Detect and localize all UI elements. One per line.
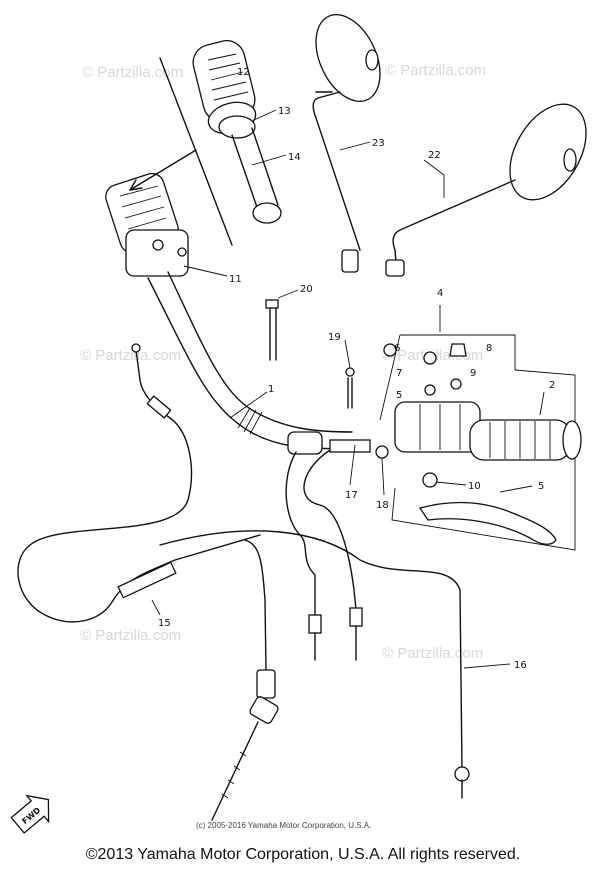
part-7 — [383, 343, 397, 357]
speedometer-cable — [211, 539, 279, 821]
nut-19 — [375, 445, 389, 459]
callout-8: 7 — [396, 368, 402, 379]
callout-21: 20 — [300, 284, 313, 295]
watermark: © Partzilla.com — [82, 64, 183, 81]
throttle-tube-15 — [231, 127, 282, 224]
callout-9: 8 — [486, 343, 492, 354]
callout-17: 16 — [514, 660, 527, 671]
callout-5: 5 — [396, 390, 402, 401]
callout-6: 5 — [538, 481, 544, 492]
callout-20: 19 — [328, 332, 341, 343]
lever-assembly-box — [379, 334, 576, 551]
callout-18: 17 — [345, 490, 358, 501]
handlebar-1 — [147, 271, 353, 455]
watermark: © Partzilla.com — [80, 347, 181, 364]
callout-1: 1 — [268, 384, 274, 395]
part-8 — [424, 384, 436, 396]
lever-holder-5 — [394, 401, 481, 453]
mirror-23 — [312, 14, 381, 273]
part-10 — [450, 378, 462, 390]
inset-arrow-head — [129, 179, 143, 191]
part-7-nut — [423, 351, 437, 365]
brake-lever-6 — [418, 501, 557, 545]
watermark: © Partzilla.com — [385, 62, 486, 79]
callouts: 12 13 14 11 1 20 23 22 19 4 6 8 7 9 5 2 … — [158, 67, 555, 671]
copyright-footer: ©2013 Yamaha Motor Corporation, U.S.A. A… — [85, 846, 521, 863]
left-grip-switch-12 — [105, 172, 189, 277]
callout-2: 2 — [549, 380, 555, 391]
front-direction-arrow: FWD — [10, 794, 50, 834]
watermark: © Partzilla.com — [80, 627, 181, 644]
callout-10: 9 — [470, 368, 476, 379]
mirror-22 — [385, 103, 587, 277]
inset-bracket-line — [159, 57, 233, 246]
callout-16: 15 — [158, 618, 171, 629]
callout-7: 6 — [394, 343, 400, 354]
part-9 — [449, 343, 467, 357]
callout-19: 18 — [376, 500, 389, 511]
watermark: © Partzilla.com — [382, 645, 483, 662]
bolt-21 — [265, 299, 279, 361]
callout-23: 23 — [372, 138, 385, 149]
collar-14 — [218, 115, 256, 139]
cable-17 — [159, 530, 470, 799]
leader-lines — [151, 109, 545, 669]
callout-11: 10 — [468, 481, 481, 492]
callout-13: 12 — [237, 67, 250, 78]
screw-20 — [345, 367, 355, 409]
inner-copyright-text: (c) 2005-2016 Yamaha Motor Corporation, … — [196, 821, 372, 830]
callout-12: 11 — [229, 274, 242, 285]
callout-15: 14 — [288, 152, 301, 163]
callout-22: 22 — [428, 150, 441, 161]
throttle-grip-2 — [394, 401, 582, 461]
cable-16 — [17, 343, 261, 623]
callout-4: 4 — [437, 288, 443, 299]
adjuster-18 — [329, 439, 371, 453]
inset-arrow — [129, 149, 197, 191]
nut-11 — [422, 472, 438, 488]
callout-14: 13 — [278, 106, 291, 117]
